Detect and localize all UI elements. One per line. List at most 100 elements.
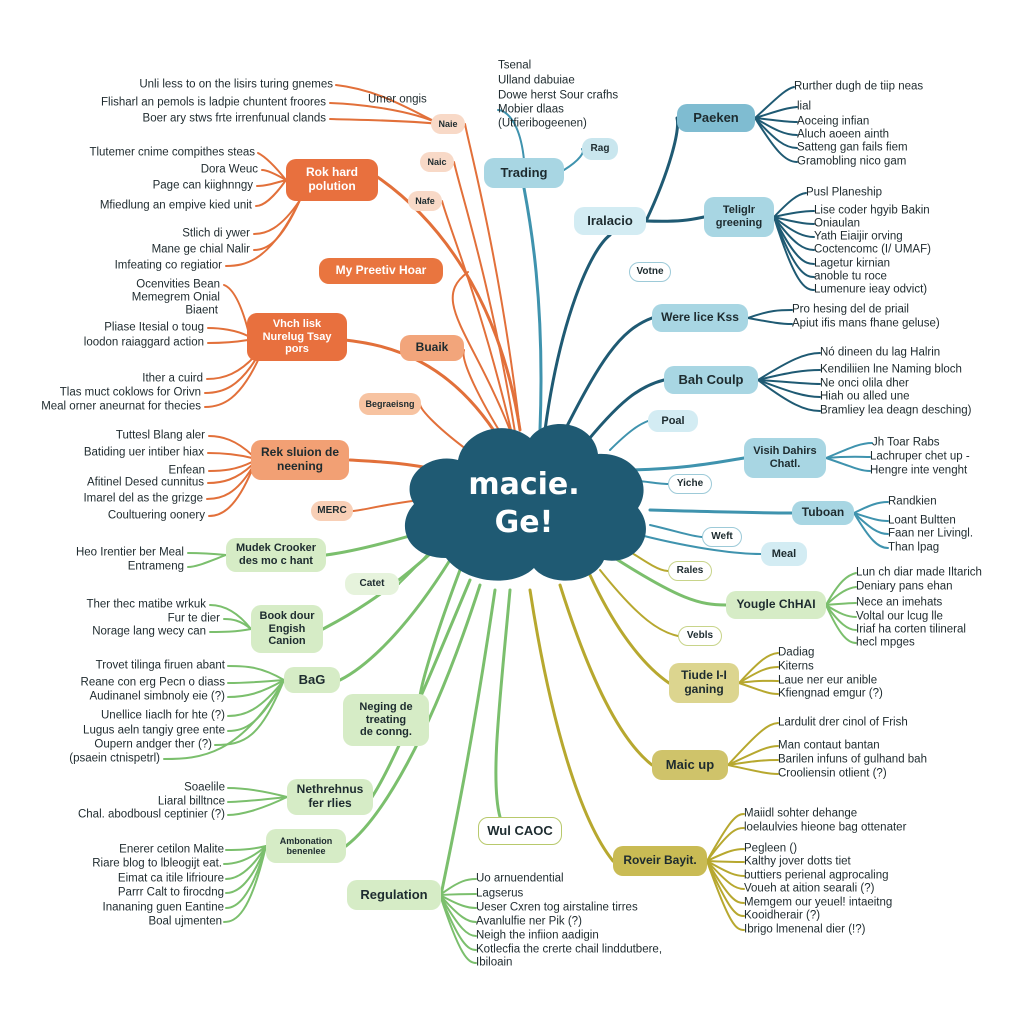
- leaf-label: Biaent: [185, 304, 218, 317]
- branch-line: [706, 813, 745, 862]
- branch-line: [738, 666, 779, 684]
- leaf-label: Hengre inte venght: [870, 464, 968, 477]
- node-maic-up[interactable]: Maic up: [652, 750, 728, 780]
- branch-line: [727, 764, 779, 775]
- node-rales[interactable]: Rales: [668, 561, 712, 581]
- node-teliglr-greening[interactable]: Teliglr greening: [704, 197, 774, 237]
- branch-line: [825, 604, 857, 631]
- node-neging-de-treating[interactable]: Neging de treating de conng.: [343, 694, 429, 746]
- node-mudek-crooker[interactable]: Mudek Crooker des mo c hant: [226, 538, 326, 572]
- node-meal[interactable]: Meal: [761, 542, 807, 566]
- leaf-label: Iriaf ha corten tilineral: [856, 623, 966, 636]
- leaf-label: Dadiag: [778, 646, 815, 659]
- node-votne[interactable]: Votne: [629, 262, 671, 282]
- leaf-label: Deniary pans ehan: [856, 580, 953, 593]
- leaf-label: Jh Toar Rabs: [872, 436, 940, 449]
- branch-line: [227, 679, 285, 717]
- node-iralacio[interactable]: Iralacio: [574, 207, 646, 235]
- leaf-label: Nece an imehats: [856, 596, 943, 609]
- branch-line: [738, 652, 779, 684]
- leaf-label: Aluch aoeen ainth: [797, 128, 890, 141]
- node-catet[interactable]: Catet: [345, 573, 399, 595]
- branch-line: [163, 679, 285, 760]
- leaf-label: Yath Eiaijir orving: [814, 230, 903, 243]
- node-rok-hard-polution[interactable]: Rok hard polution: [286, 159, 378, 201]
- leaf-label: Reane con erg Pecn o diass: [80, 676, 225, 689]
- central-topic-label: macie. Ge!: [468, 467, 580, 540]
- branch-line: [374, 174, 522, 432]
- node-tiude-ganing[interactable]: Tiude I-I ganing: [669, 663, 739, 703]
- node-yougle-chhai[interactable]: Yougle ChHAI: [726, 591, 826, 619]
- branch-line: [747, 317, 793, 325]
- node-tuboan[interactable]: Tuboan: [792, 501, 854, 525]
- node-buaik[interactable]: Buaik: [400, 335, 464, 361]
- node-bah-coulp[interactable]: Bah Coulp: [664, 366, 758, 394]
- branch-line: [225, 199, 301, 267]
- leaf-label: Ne onci olila dher: [820, 377, 909, 390]
- node-roveir-bayit[interactable]: Roveir Bayit.: [613, 846, 707, 876]
- branch-line: [209, 628, 252, 633]
- leaf-label: Tsenal: [498, 59, 532, 72]
- leaf-label: Ither a cuird: [142, 372, 203, 385]
- leaf-label: Than lpag: [888, 541, 940, 554]
- node-trading[interactable]: Trading: [484, 158, 564, 188]
- branch-line: [853, 512, 889, 549]
- node-vebls[interactable]: Vebls: [678, 626, 722, 646]
- node-begraeisng[interactable]: Begraeisng: [359, 393, 421, 415]
- leaf-label: Nó dineen du lag Halrin: [820, 346, 941, 359]
- leaf-label: Tlutemer cnime compithes steas: [89, 146, 255, 159]
- branch-line: [439, 893, 477, 896]
- leaf-label: Liaral billtnce: [157, 795, 225, 808]
- leaf-label: Memegrem Onial: [131, 291, 220, 304]
- node-merc[interactable]: MERC: [311, 501, 353, 521]
- branch-line: [706, 860, 745, 890]
- node-rek-sluion[interactable]: Rek sluion de neening: [251, 440, 349, 480]
- leaf-label: Kendiliien lne Naming bloch: [820, 363, 962, 376]
- node-bag[interactable]: BaG: [284, 667, 340, 693]
- branch-line: [578, 378, 666, 452]
- branch-line: [543, 233, 612, 432]
- leaf-label: Laue ner eur anible: [778, 674, 878, 687]
- node-paeken[interactable]: Paeken: [677, 104, 755, 132]
- branch-line: [352, 499, 421, 512]
- leaf-label: Tlas muct coklows for Orivn: [59, 386, 201, 399]
- leaf-label: Boal ujmenten: [148, 915, 222, 928]
- node-yiche[interactable]: Yiche: [668, 474, 712, 494]
- node-wul-caoc[interactable]: Wul CAOC: [478, 817, 562, 845]
- leaf-label: Umer ongis: [368, 93, 427, 106]
- branch-line: [439, 588, 497, 897]
- branch-line: [757, 352, 821, 381]
- node-nafe[interactable]: Nafe: [408, 191, 442, 211]
- leaf-label: Dora Weuc: [200, 163, 258, 176]
- branch-line: [227, 665, 285, 681]
- branch-line: [227, 787, 288, 798]
- node-my-preetiv-hoar[interactable]: My Preetiv Hoar: [319, 258, 443, 284]
- leaf-label: Aoceing infian: [797, 115, 870, 128]
- node-were-lice-kss[interactable]: Were lice Kss: [652, 304, 748, 332]
- leaf-label: Lumenure ieay odvict): [814, 283, 928, 296]
- branch-line: [329, 118, 441, 125]
- node-vhch-lisk[interactable]: Vhch lisk Nurelug Tsay pors: [247, 313, 347, 361]
- branch-line: [208, 461, 253, 472]
- leaf-label: Hiah ou alled une: [820, 390, 910, 403]
- node-regulation[interactable]: Regulation: [347, 880, 441, 910]
- leaf-label: Flisharl an pemols is ladpie chuntent fr…: [100, 96, 326, 109]
- branch-line: [227, 679, 285, 698]
- leaf-label: Soaelile: [184, 781, 225, 794]
- branch-line: [773, 210, 815, 218]
- node-weft[interactable]: Weft: [702, 527, 742, 547]
- node-nethrehnus[interactable]: Nethrehnus fer rlies: [287, 779, 373, 815]
- node-naic[interactable]: Naic: [420, 152, 454, 172]
- node-visih-dahirs[interactable]: Visih Dahirs Chatl.: [744, 438, 826, 478]
- branch-line: [644, 215, 706, 223]
- central-topic[interactable]: macie. Ge!: [388, 408, 660, 588]
- node-book-dour[interactable]: Book dour Engish Canion: [251, 605, 323, 653]
- node-naie[interactable]: Naie: [431, 114, 465, 134]
- branch-line: [754, 117, 798, 123]
- node-poal[interactable]: Poal: [648, 410, 698, 432]
- branch-line: [204, 355, 261, 408]
- branch-line: [757, 379, 821, 398]
- branch-line: [462, 349, 506, 441]
- node-ambonation[interactable]: Ambonation benenlee: [266, 829, 346, 863]
- node-rag[interactable]: Rag: [582, 138, 618, 160]
